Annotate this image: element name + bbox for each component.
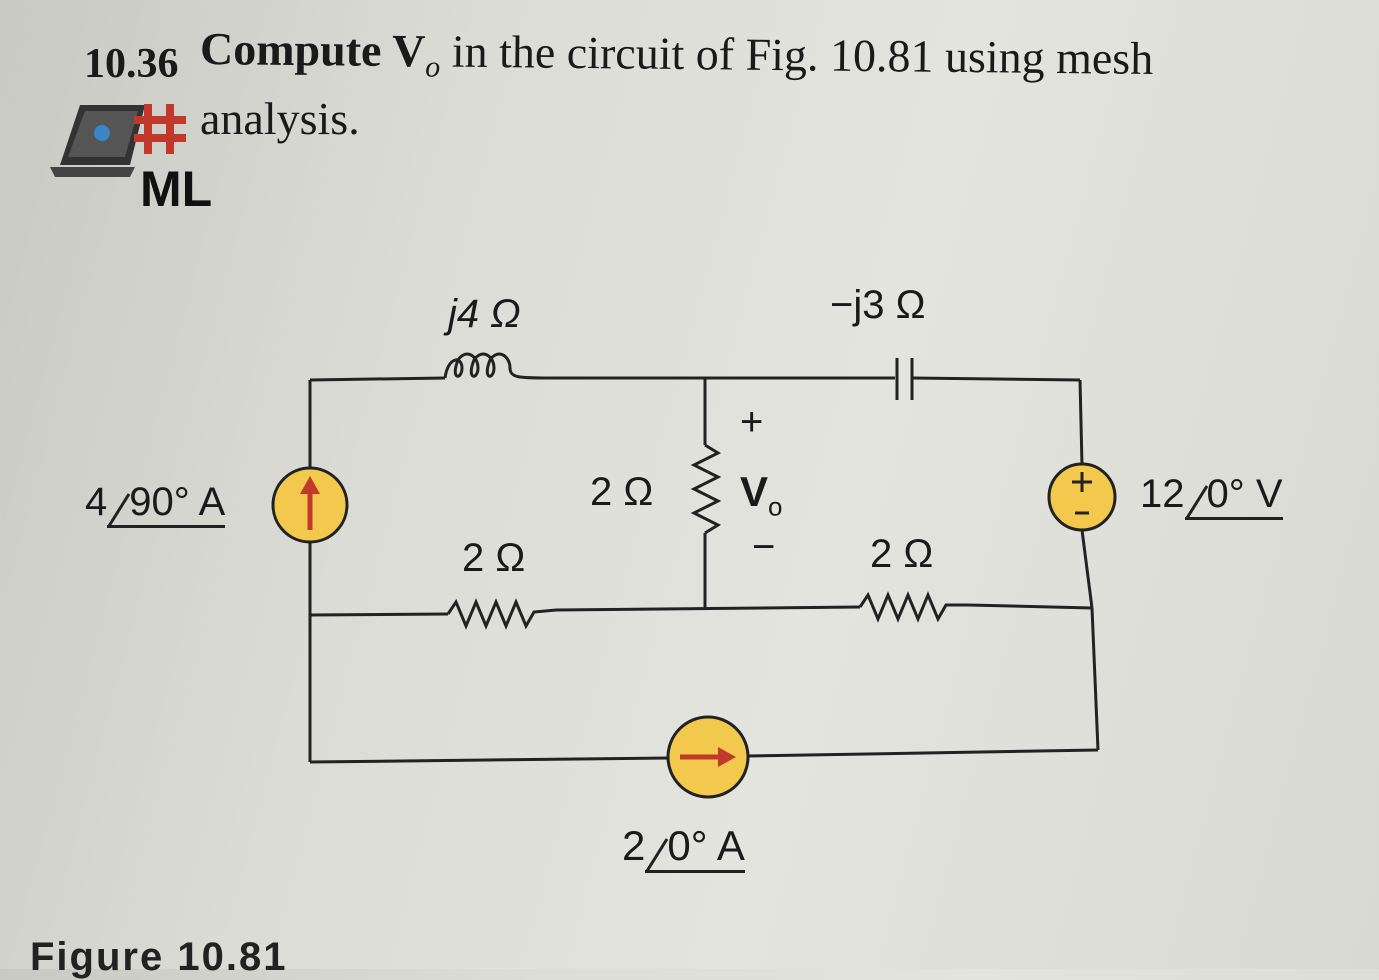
voltage-source-right (1047, 462, 1117, 532)
vo-minus: − (752, 525, 776, 569)
computer-icon (50, 105, 145, 177)
resistor-middle (690, 443, 722, 535)
wire-mid-1 (309, 612, 449, 617)
inductor-coil (443, 352, 549, 380)
vo-plus: + (740, 400, 764, 444)
bottom-source-angle: 0° A (645, 822, 745, 873)
inductor-label: j4 Ω (448, 292, 521, 336)
right-resistor-label: 2 Ω (870, 532, 934, 576)
wire-top-3 (911, 376, 1081, 382)
left-source-angle: 90° A (107, 480, 226, 528)
wire-right-mid (1080, 529, 1094, 609)
middle-resistor-label: 2 Ω (590, 470, 654, 514)
left-resistor-label: 2 Ω (462, 536, 526, 580)
resistor-right (858, 591, 968, 623)
wire-bottom-2 (747, 748, 1099, 758)
wire-mid-2 (555, 605, 861, 612)
wire-top-1 (309, 376, 446, 382)
figure-caption: Figure 10.81 (30, 935, 288, 979)
current-source-left (271, 466, 349, 544)
wire-mid-3 (967, 603, 1093, 610)
ml-label: ML (140, 161, 213, 217)
resistor-left (446, 598, 557, 630)
wire-bottom-1 (309, 756, 669, 764)
capacitor-label: −j3 Ω (830, 283, 926, 327)
problem-number: 10.36 (84, 41, 179, 87)
bottom-source-magnitude: 2 (622, 822, 646, 869)
current-source-bottom (666, 715, 750, 799)
right-source-magnitude: 12 (1140, 472, 1185, 516)
wire-right-top (1078, 379, 1084, 466)
network-hash-icon (134, 104, 186, 154)
left-source-magnitude: 4 (85, 480, 108, 524)
vo-label: Vo (740, 468, 783, 522)
right-source-angle: 0° V (1184, 472, 1283, 520)
wire-right-bottom (1090, 607, 1100, 751)
problem-statement-line2: analysis. (200, 93, 360, 144)
